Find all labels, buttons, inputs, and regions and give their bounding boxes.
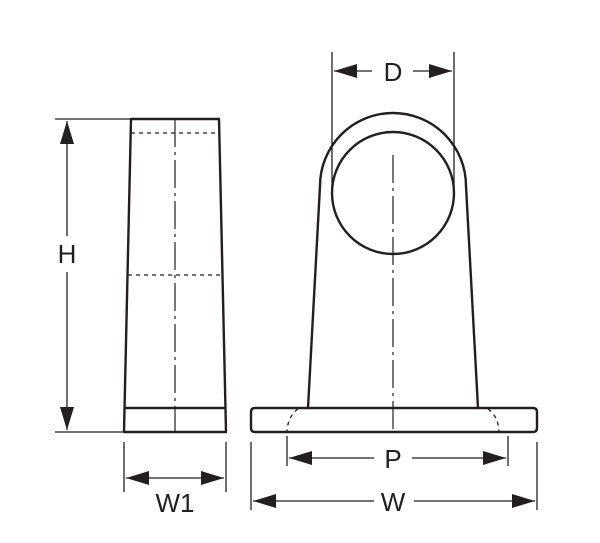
w1-arrow-right [201, 471, 224, 485]
w-arrow-right [512, 494, 535, 508]
front-view-base-flange [249, 406, 539, 434]
side-view [122, 117, 228, 434]
d-arrow-left [334, 64, 357, 78]
side-view-outline [122, 117, 228, 434]
w-arrow-left [253, 494, 276, 508]
dimension-w: W [250, 442, 538, 517]
w1-arrow-left [126, 471, 149, 485]
w-label: W [381, 487, 406, 517]
d-label: D [384, 57, 403, 87]
p-label: P [384, 444, 401, 474]
front-view-upright-outline [306, 111, 480, 410]
d-arrow-right [429, 64, 452, 78]
front-view-bore [330, 130, 456, 256]
dimension-p: P [286, 436, 509, 474]
h-arrow-bottom [60, 407, 74, 430]
p-arrow-right [483, 451, 506, 465]
w1-label: W1 [156, 488, 195, 518]
h-arrow-top [60, 121, 74, 144]
front-view-hidden-hole-right [487, 408, 500, 432]
dimension-h: H [55, 118, 131, 433]
dimension-w1: W1 [123, 442, 227, 518]
p-arrow-left [289, 451, 312, 465]
front-view-hidden-hole-left [286, 408, 299, 432]
h-label: H [58, 239, 77, 269]
dimension-d: D [331, 52, 455, 193]
front-view [249, 111, 539, 434]
